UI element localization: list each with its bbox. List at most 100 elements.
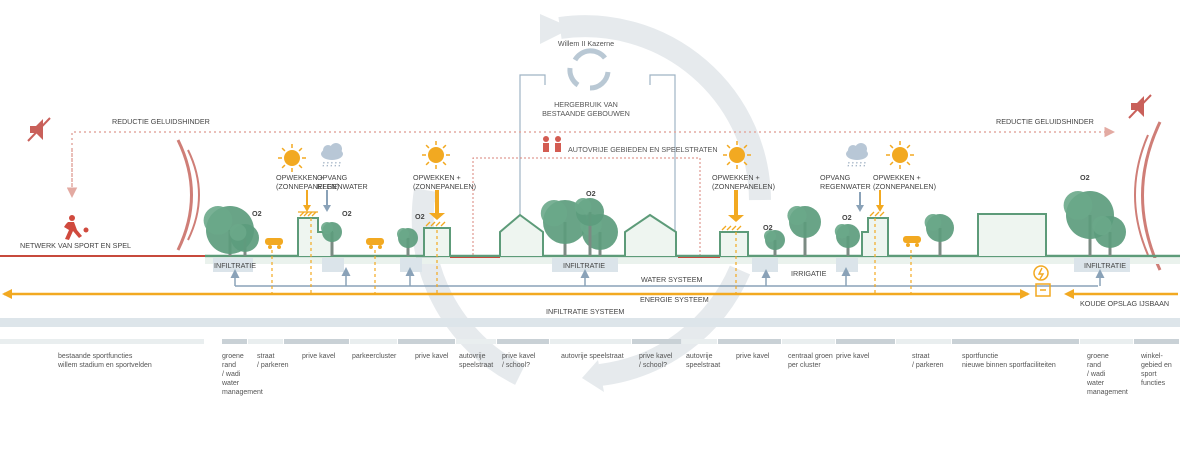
sun-icon — [723, 141, 751, 169]
zone-label: prive kavel — [836, 353, 870, 360]
buildings — [297, 213, 1047, 256]
zone-segment — [1134, 339, 1179, 344]
opwekken-label: OPWEKKEN +(ZONNEPANELEN) — [712, 173, 775, 191]
zone-segment — [782, 339, 835, 344]
zone-label: straat / parkeren — [912, 353, 944, 369]
zone-label: parkeercluster — [352, 353, 397, 360]
zone-segment — [632, 339, 681, 344]
zone-segment — [398, 339, 455, 344]
running-person-icon — [64, 215, 89, 240]
recycle-icon — [567, 48, 611, 91]
tree-icon — [787, 206, 821, 256]
tree-icon — [229, 224, 259, 256]
zone-label: straat / parkeren — [257, 353, 289, 369]
oxygen-label: O2 — [415, 212, 425, 221]
infiltratie-label: INFILTRATIE — [214, 261, 256, 270]
oxygen-label: O2 — [586, 189, 596, 198]
irrigatie-label: IRRIGATIE — [791, 269, 827, 278]
cycle-arrowheads — [414, 14, 604, 392]
building-icon — [719, 231, 749, 256]
netwerk-label: NETWERK VAN SPORT EN SPEL — [20, 241, 131, 250]
zone-segment — [350, 339, 397, 344]
car-icon — [265, 238, 283, 249]
tree-icon — [321, 222, 342, 256]
zone-segment — [896, 339, 951, 344]
noise-label-right: REDUCTIE GELUIDSHINDER — [996, 117, 1094, 126]
oxygen-label: O2 — [342, 209, 352, 218]
zone-segment — [0, 339, 204, 344]
autovrij-frame — [472, 157, 701, 255]
zone-segment — [550, 339, 631, 344]
zone-label: prive kavel — [736, 353, 770, 360]
zone-segment — [284, 339, 349, 344]
zone-label: prive kavel / school? — [502, 353, 536, 369]
zone-segment — [718, 339, 781, 344]
car-icon — [903, 236, 921, 247]
building-icon — [499, 213, 544, 256]
energy-system-label: ENERGIE SYSTEEM — [640, 295, 709, 304]
oxygen-label: O2 — [1080, 173, 1090, 182]
tree-icon — [574, 198, 604, 256]
zone-label: prive kavel — [302, 353, 336, 360]
opwekken-label: OPWEKKEN +(ZONNEPANELEN) — [276, 173, 339, 191]
zone-label: autovrije speelstraat — [561, 353, 624, 360]
zone-label: prive kavel — [415, 353, 449, 360]
zone-label: autovrije speelstraat — [686, 353, 721, 369]
sound-wave-arcs — [176, 121, 1162, 271]
mute-speaker-icon — [27, 117, 51, 142]
oxygen-label: O2 — [252, 209, 262, 218]
mute-speaker-icon — [1128, 94, 1152, 119]
battery-charging-icon — [1033, 265, 1051, 297]
solar-panels — [298, 211, 885, 231]
zone-segment — [222, 339, 247, 344]
zone-segment — [248, 339, 283, 344]
building-icon — [977, 213, 1047, 256]
energy-system-line — [2, 289, 1178, 299]
energy-dashed-verticals — [271, 218, 912, 294]
infiltration-pits — [213, 258, 1130, 272]
zone-label: groene rand / wadi water management — [222, 353, 263, 396]
noise-label-left: REDUCTIE GELUIDSHINDER — [112, 117, 210, 126]
opwekken-label: OPWEKKEN +(ZONNEPANELEN) — [873, 173, 936, 191]
zone-segment — [456, 339, 496, 344]
opwekken-label: OPWEKKEN +(ZONNEPANELEN) — [413, 173, 476, 191]
noise-reduction-line — [66, 126, 1115, 198]
oxygen-label: O2 — [763, 223, 773, 232]
koude-label: KOUDE OPSLAG IJSBAAN — [1080, 299, 1169, 308]
infiltratie-label: INFILTRATIE — [563, 261, 605, 270]
zone-label: winkel- gebied en sport functies — [1141, 353, 1172, 387]
tree-icon — [764, 230, 785, 256]
zone-label: centraal groen per cluster — [788, 353, 833, 369]
tree-icon — [397, 228, 418, 256]
rain-cloud-icon — [321, 143, 343, 168]
sun-icon — [278, 144, 306, 172]
rain-cloud-icon — [846, 143, 868, 168]
autovrij-label: AUTOVRIJE GEBIEDEN EN SPEELSTRATEN — [568, 145, 718, 154]
zone-segment-bar — [0, 339, 1179, 344]
tree-icon — [834, 224, 860, 256]
zone-segment — [497, 339, 549, 344]
zone-label: prive kavel / school? — [639, 353, 673, 369]
building-icon — [624, 213, 677, 256]
zone-segment — [952, 339, 1079, 344]
zone-label: autovrije speelstraat — [459, 353, 494, 369]
tree-icon — [924, 214, 954, 256]
cars — [265, 236, 921, 249]
water-system-label: WATER SYSTEEM — [641, 275, 703, 284]
zone-label: groene rand / wadi water management — [1087, 353, 1128, 396]
infiltration-system-label: INFILTRATIE SYSTEEM — [546, 307, 624, 316]
car-icon — [366, 238, 384, 249]
oxygen-label: O2 — [842, 213, 852, 222]
zone-segment — [836, 339, 895, 344]
kazerne-label: Willem II Kazerne — [558, 39, 614, 48]
infiltratie-label: INFILTRATIE — [1084, 261, 1126, 270]
tree-icon — [1092, 216, 1126, 256]
infiltration-system-bar — [0, 318, 1180, 327]
